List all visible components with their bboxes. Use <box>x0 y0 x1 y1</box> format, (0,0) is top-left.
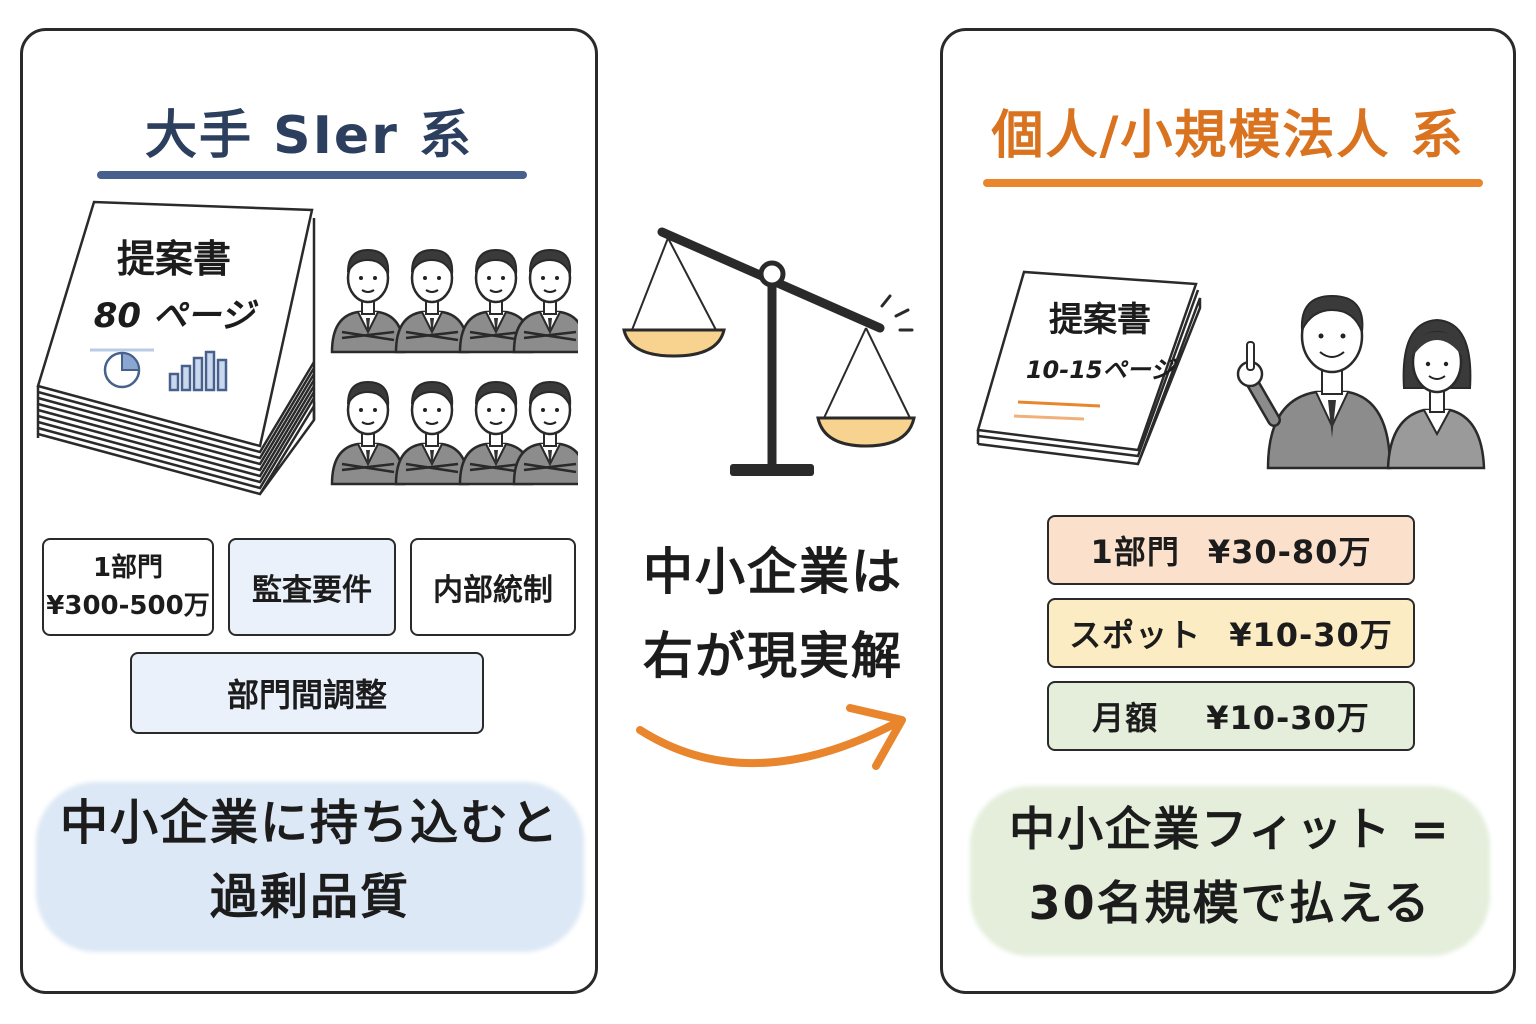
center-line2: 右が現実解 <box>643 627 903 685</box>
price-label: 月額 <box>1092 699 1159 737</box>
left-panel-title: 大手 SIer 系 <box>145 106 473 166</box>
right-note-background <box>970 786 1490 956</box>
right-doc-title: 提案書 <box>1049 300 1151 340</box>
small-team-illustration <box>1236 294 1486 470</box>
left-doc-pages: 80 ページ <box>93 296 255 336</box>
price-amount: ¥10-30万 <box>1206 699 1370 737</box>
tag-department-label: 1部門 <box>92 553 164 583</box>
tag-internal-control: 内部統制 <box>410 538 576 636</box>
price-tag-spot: スポット ¥10-30万 <box>1047 598 1415 668</box>
left-doc-title: 提案書 <box>116 237 231 281</box>
left-conclusion-note: 中小企業に持ち込むと 過剰品質 <box>36 786 584 934</box>
arrow-right-icon <box>636 704 906 770</box>
right-conclusion-note: 中小企業フィット = 30名規模で払える <box>966 792 1494 940</box>
right-title-underline <box>983 179 1483 187</box>
left-note-line2: 過剰品質 <box>209 869 410 925</box>
center-message: 中小企業は 右が現実解 <box>615 530 931 698</box>
tag-department-budget: 1部門 ¥300-500万 <box>42 538 214 636</box>
document-icon <box>976 270 1202 466</box>
left-title-underline <box>97 171 527 179</box>
price-amount: ¥10-30万 <box>1229 616 1393 654</box>
left-note-line1: 中小企業に持ち込むと <box>59 795 560 851</box>
center-line1: 中小企業は <box>643 543 903 601</box>
large-proposal-document: 提案書 80 ページ <box>34 198 324 498</box>
document-stack-icon <box>36 200 316 496</box>
price-tag-monthly: 月額 ¥10-30万 <box>1047 681 1415 751</box>
balance-scale-icon <box>622 227 916 476</box>
price-amount: ¥30-80万 <box>1207 533 1372 571</box>
right-panel-title: 個人/小規模法人 系 <box>991 106 1465 166</box>
large-team-illustration <box>330 248 578 486</box>
right-note-line1: 中小企業フィット = <box>1009 802 1451 856</box>
tag-department-price: ¥300-500万 <box>46 591 210 621</box>
tag-audit-requirements: 監査要件 <box>228 538 396 636</box>
right-note-line2: 30名規模で払える <box>1028 876 1432 930</box>
small-proposal-document: 提案書 10-15ページ <box>974 268 1206 468</box>
right-doc-pages: 10-15ページ <box>1025 356 1175 384</box>
left-note-background <box>36 782 584 952</box>
price-label: スポット <box>1069 616 1202 654</box>
price-tag-department: 1部門 ¥30-80万 <box>1047 515 1415 585</box>
tag-interdepartmental-coordination: 部門間調整 <box>130 652 484 734</box>
price-label: 1部門 <box>1090 533 1180 571</box>
